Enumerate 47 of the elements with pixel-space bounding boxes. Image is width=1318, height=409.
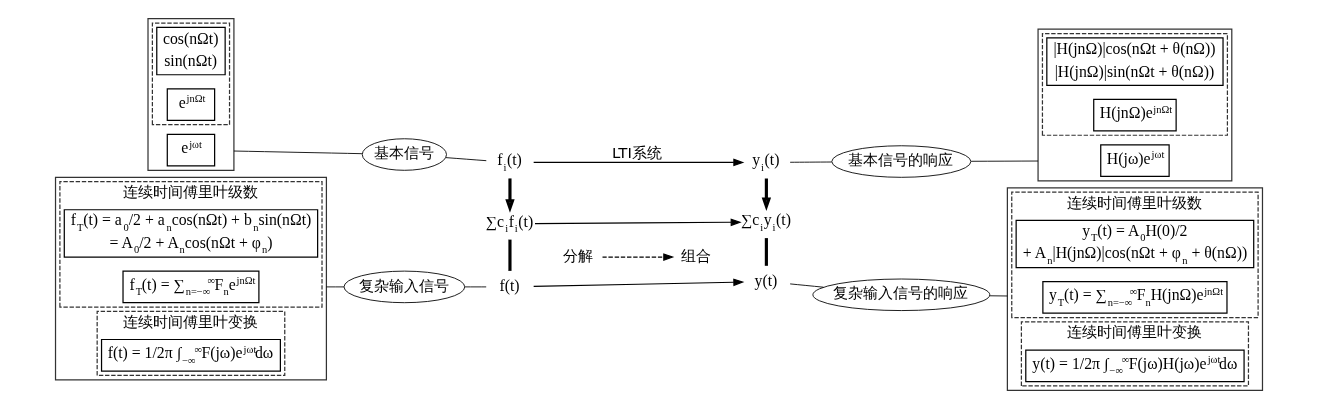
arrow	[505, 178, 515, 213]
connector	[445, 157, 487, 162]
node-text: 组合	[680, 246, 711, 265]
node-text: f(t)	[499, 276, 520, 294]
node-text: 分解	[563, 246, 594, 265]
node-box: y(t) = 1/2π ∫$_{−∞}$$^{∞}$F(jω)H(jω)e$^{jωt}$dω	[1025, 349, 1245, 383]
node-box: f$_{T}$(t) = ∑$_{n=−∞}$$^{∞}$F$_{n}$e$^{jnΩt}$	[122, 270, 260, 304]
connector	[989, 295, 1008, 297]
arrow	[601, 253, 675, 261]
connector	[970, 160, 1039, 162]
node-box: f(t) = 1/2π ∫$_{−∞}$$^{∞}$F(jω)e$^{jωt}$dω	[100, 338, 281, 372]
node-box: y$_{T}$(t) = A$_{0}$H(0)/2 + A$_{n}$|H(jnΩ)|cos(nΩt + φ$_{n}$ + θ(nΩ))	[1015, 219, 1255, 269]
node-box: H(jnΩ)e$^{jnΩt}$	[1093, 98, 1177, 132]
arrow	[533, 278, 745, 287]
cluster	[1037, 28, 1233, 182]
node-box: |H(jnΩ)|cos(nΩt + θ(nΩ)) |H(jnΩ)|sin(nΩt + θ(nΩ))	[1046, 37, 1224, 86]
node-text: y(t)	[754, 271, 778, 289]
node-text: f$_{i}$(t)	[497, 151, 522, 173]
node-ellipse: 基本信号	[361, 138, 447, 171]
node-text: ∑c$_{i}$f$_{i}$(t)	[485, 212, 534, 235]
node-box: f$_{T}$(t) = a$_{0}$/2 + a$_{n}$cos(nΩt) + b$_{n}$sin(nΩt) = A$_{0}$/2 + A$_{n}$cos(nΩt + φ$_{n}$)	[63, 209, 319, 258]
cluster	[1041, 32, 1229, 136]
cluster	[1006, 187, 1264, 391]
node-text: y$_{i}$(t)	[752, 151, 780, 173]
node-ellipse: 复杂输入信号的响应	[812, 278, 991, 311]
connector	[233, 150, 363, 155]
cluster	[54, 176, 327, 381]
connector	[789, 161, 833, 163]
node-box: e$^{jnΩt}$	[166, 88, 216, 121]
edge-label: LTI系统	[612, 143, 662, 162]
cluster	[151, 22, 231, 126]
node-ellipse: 基本信号的响应	[831, 145, 972, 178]
connector	[508, 239, 512, 271]
node-box: cos(nΩt) sin(nΩt)	[156, 26, 226, 76]
arrow	[533, 158, 745, 167]
cluster	[147, 18, 235, 171]
node-box: e$^{jωt}$	[166, 133, 216, 167]
node-text: ∑c$_{i}$y$_{i}$(t)	[740, 211, 791, 233]
connector	[325, 286, 345, 288]
node-ellipse: 复杂输入信号	[343, 270, 466, 304]
connector	[789, 283, 824, 288]
node-box: y$_{T}$(t) = ∑$_{n=−∞}$$^{∞}$F$_{n}$H(jnΩ)e$^{jnΩt}$	[1042, 281, 1228, 314]
connector	[764, 238, 768, 266]
arrow	[534, 218, 742, 227]
node-box: H(jω)e$^{jωt}$	[1100, 144, 1170, 178]
arrow	[761, 178, 772, 211]
connector	[464, 286, 487, 288]
